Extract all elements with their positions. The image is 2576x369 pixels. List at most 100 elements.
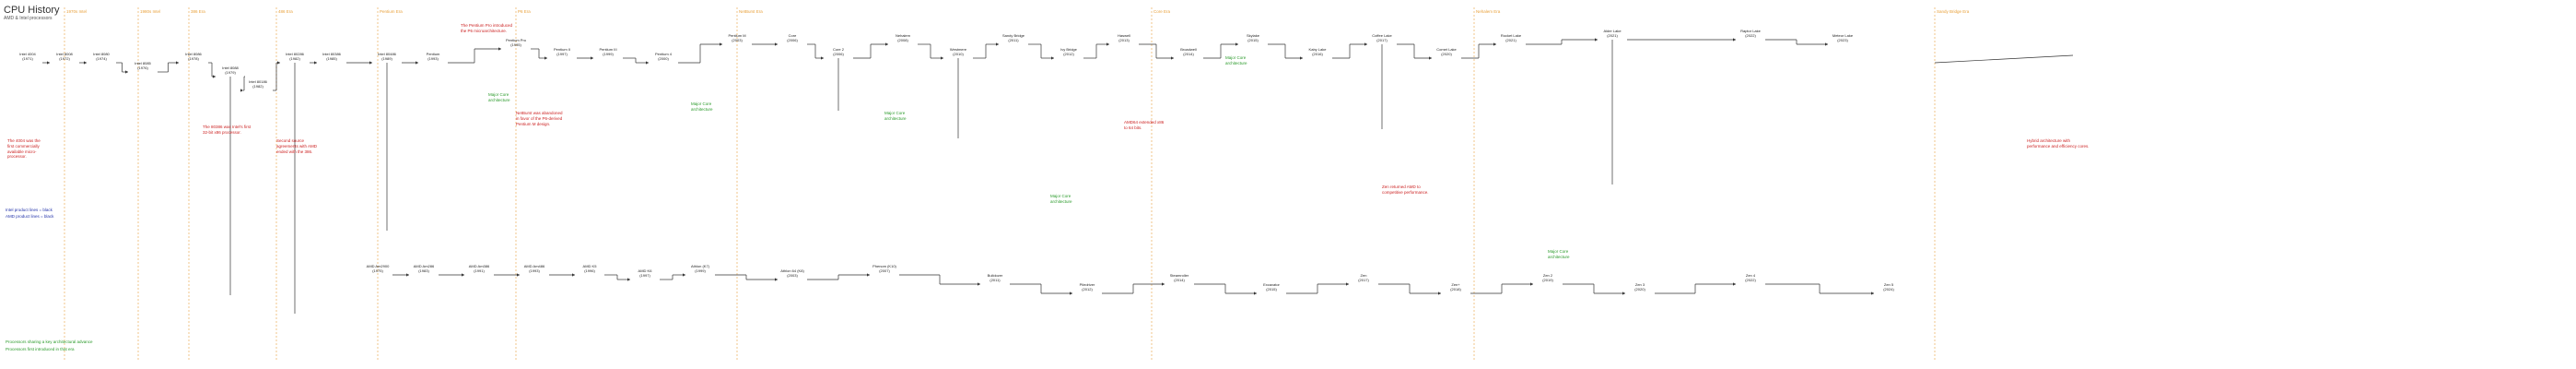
intel-node-i4004: Intel 4004 (1971) (19, 52, 36, 61)
annotation-green: Major Core architecture (1548, 249, 1570, 259)
arrowhead (1235, 42, 1238, 46)
arrowhead (1825, 42, 1828, 46)
annotation-green: Major Core architecture (691, 101, 713, 112)
arrowhead (867, 273, 870, 277)
arrowhead (240, 89, 243, 92)
arrowhead (885, 42, 888, 46)
intel-node-meteor: Meteor Lake (2023) (1832, 33, 1854, 42)
page-subtitle: AMD & Intel processors (4, 16, 53, 21)
arrowhead (125, 70, 128, 74)
arrowhead (1622, 292, 1625, 295)
arrowhead (591, 56, 593, 60)
annotation-red: Zen returned AMD to competitive performa… (1382, 184, 1429, 195)
amd-node-steamroller: Steamroller (2014) (1169, 273, 1189, 282)
intel-node-nehalem: Nehalem (2008) (895, 33, 910, 42)
intel-node-comet: Comet Lake (2020) (1436, 47, 1457, 56)
amd-node-k8: Athlon 64 (K8) (2003) (780, 268, 804, 278)
intel-node-i386: Intel 80386 (1985) (322, 52, 341, 61)
arrowhead (1051, 56, 1054, 60)
arrowhead (84, 61, 87, 65)
era-label: Sandy Bridge Era (1937, 9, 1970, 14)
intel-node-i8008: Intel 8008 (1972) (56, 52, 73, 61)
intel-node-i80286: Intel 80286 (1982) (286, 52, 304, 61)
intel-node-p5: Pentium (1993) (426, 52, 440, 61)
amd-node-piledriver: Piledriver (2012) (1079, 282, 1095, 292)
annotation-red: The 80386 was Intel's first 32-bit x86 p… (203, 125, 252, 135)
arrowhead (416, 61, 418, 65)
arrowhead (1530, 282, 1533, 286)
arrowhead (1438, 292, 1441, 295)
legend-item: Processors sharing a key architectural a… (6, 339, 93, 344)
intel-node-i80186: Intel 80186 (1982) (249, 79, 267, 89)
intel-node-i486: Intel 80486 (1989) (378, 52, 396, 61)
arrowhead (462, 273, 464, 277)
arrowhead (1871, 292, 1874, 295)
arrowhead (996, 42, 999, 46)
connector-line (1934, 54, 2074, 64)
annotation-red: The Pentium Pro introduced the P6 microa… (461, 23, 513, 33)
era-label: NetBurst Era (739, 9, 763, 14)
amd-node-zenplus: Zen+ (2018) (1450, 282, 1461, 292)
arrowhead (47, 61, 50, 65)
amd-node-am2900: AMD Am2900 (1975) (366, 264, 390, 273)
arrowhead (646, 61, 649, 65)
intel-node-p3: Pentium III (1999) (599, 47, 617, 56)
intel-node-core: Core (2006) (787, 33, 798, 42)
amd-node-k6: AMD K6 (1997) (638, 268, 652, 278)
intel-node-i8085: Intel 8085 (1976) (135, 61, 151, 70)
amd-node-k5: AMD K5 (1996) (582, 264, 597, 273)
amd-node-zen3: Zen 3 (2020) (1634, 282, 1645, 292)
annotation-green: Major Core architecture (1225, 55, 1247, 65)
era-label: Core Era (1153, 9, 1171, 14)
arrowhead (978, 282, 980, 286)
arrowhead (213, 75, 216, 78)
era-label: 1970s Intel (66, 9, 88, 14)
page-title: CPU History (4, 5, 60, 16)
era-label: 386 Era (191, 9, 205, 14)
annotation-blue: AMD product lines = black (6, 214, 54, 219)
intel-node-alder: Alder Lake (2021) (1603, 29, 1622, 38)
arrowhead (941, 56, 943, 60)
arrowhead (517, 273, 520, 277)
annotation-green: Major Core architecture (884, 111, 907, 121)
amd-node-zen2: Zen 2 (2019) (1542, 273, 1553, 282)
arrowhead (314, 61, 317, 65)
legend-item: Processors first introduced in that era (6, 347, 75, 351)
arrowhead (1300, 56, 1303, 60)
arrowhead (821, 56, 824, 60)
arrowhead (176, 61, 179, 65)
era-label: 486 Era (278, 9, 293, 14)
arrowhead (1595, 38, 1598, 42)
annotation-blue: Intel product lines = black (6, 208, 53, 212)
arrowhead (775, 42, 778, 46)
amd-node-excavator: Excavator (2015) (1263, 282, 1280, 292)
intel-node-skylake: Skylake (2015) (1246, 33, 1259, 42)
intel-node-i8088: Intel 8088 (1979) (222, 65, 239, 75)
arrowhead (277, 61, 280, 65)
intel-node-pm: Pentium M (2003) (728, 33, 746, 42)
arrowhead (1171, 56, 1174, 60)
intel-node-p2: Pentium II (1997) (553, 47, 570, 56)
arrowhead (544, 56, 547, 60)
amd-node-am286: AMD Am286 (1983) (413, 264, 435, 273)
annotation-green: Major Core architecture (488, 92, 510, 102)
arrowhead (1364, 42, 1367, 46)
intel-node-westmere: Westmere (2010) (949, 47, 967, 56)
intel-node-broadwell: Broadwell (2014) (1180, 47, 1197, 56)
intel-node-haswell: Haswell (2013) (1117, 33, 1130, 42)
amd-node-zen5: Zen 5 (2024) (1883, 282, 1894, 292)
intel-node-rocket: Rocket Lake (2021) (1500, 33, 1522, 42)
arrowhead (1733, 38, 1736, 42)
intel-node-ivy: Ivy Bridge (2012) (1060, 47, 1077, 56)
amd-node-am486: AMD Am486 (1993) (523, 264, 545, 273)
arrowhead (720, 42, 722, 46)
intel-node-i8080: Intel 8080 (1974) (93, 52, 110, 61)
intel-node-kaby: Kaby Lake (2016) (1308, 47, 1327, 56)
amd-node-k10: Phenom (K10) (2007) (872, 264, 896, 273)
arrowhead (1107, 42, 1109, 46)
annotation-red: Second source agreements with AMD ended … (276, 138, 318, 154)
annotation-red: AMD64 extended x86 to 64 bits. (1124, 120, 1165, 130)
amd-node-am386: AMD Am386 (1991) (468, 264, 490, 273)
